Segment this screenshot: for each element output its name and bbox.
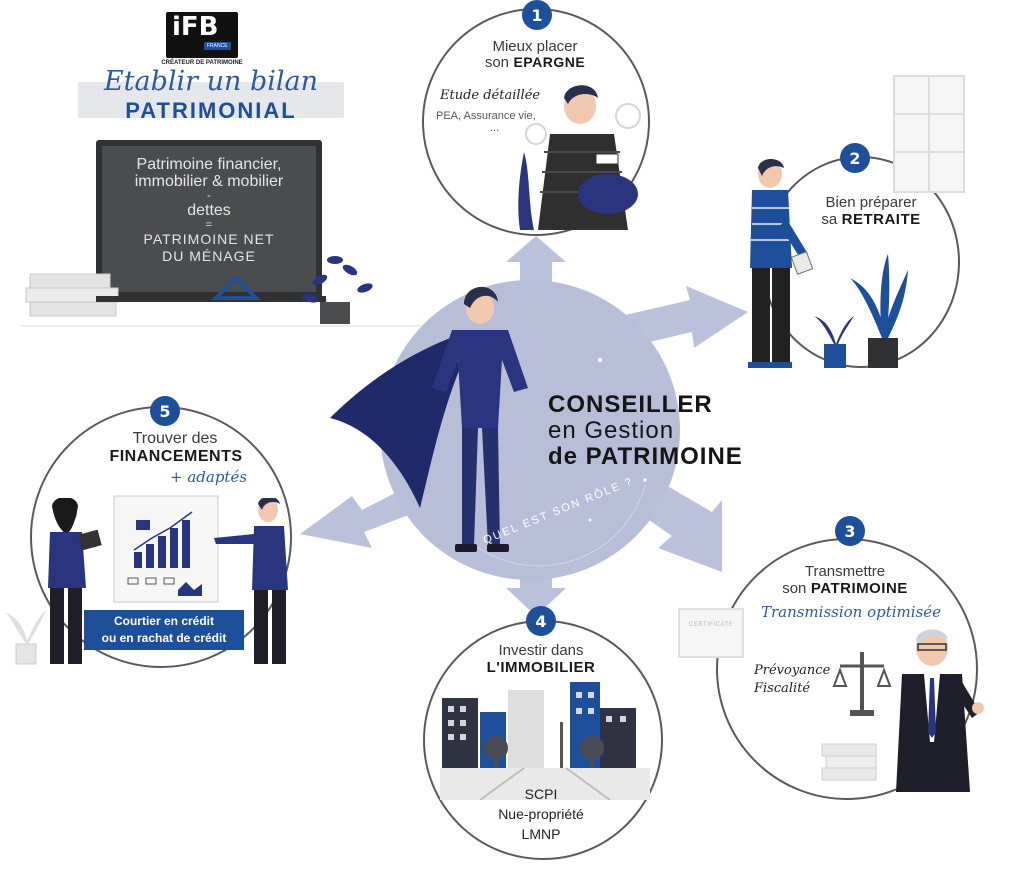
saver-piggy-bank-illustration bbox=[518, 85, 641, 230]
step3-badge: 3 bbox=[835, 516, 865, 546]
certificate-label: CERTIFICATE bbox=[688, 622, 734, 628]
broker-banner: Courtier en crédit ou en rachat de crédi… bbox=[84, 610, 244, 650]
step4-bold: L'IMMOBILIER bbox=[486, 659, 596, 676]
step1-badge: 1 bbox=[522, 0, 552, 30]
step2-line2: sa bbox=[821, 211, 838, 228]
step3-script: Transmission optimisée bbox=[760, 603, 942, 621]
documents-stack-illustration bbox=[821, 743, 877, 781]
board-line4: PATRIMOINE NET bbox=[143, 231, 275, 247]
step4-line1: Investir dans bbox=[498, 642, 584, 659]
logo-tagline: CRÉATEUR DE PATRIMOINE bbox=[161, 60, 243, 66]
step5-bold: FINANCEMENTS bbox=[109, 448, 243, 465]
step1-line1: Mieux placer bbox=[492, 38, 578, 55]
logo-brand: iFB bbox=[172, 12, 219, 42]
step3-bold: PATRIMOINE bbox=[810, 580, 908, 597]
step4-item1: SCPI bbox=[524, 786, 558, 802]
step3-hand1: Prévoyance bbox=[754, 663, 831, 678]
bilan-title-script: Etablir un bilan bbox=[103, 66, 319, 97]
step3-line2: son bbox=[782, 580, 807, 597]
step4-item3: LMNP bbox=[521, 826, 561, 842]
step4-item2: Nue-propriété bbox=[498, 806, 584, 822]
step1-detail1: PEA, Assurance vie, bbox=[436, 110, 536, 122]
certificate-illustration: CERTIFICATE bbox=[678, 608, 744, 658]
step5-script: + adaptés bbox=[170, 468, 248, 486]
step5-box1: Courtier en crédit bbox=[113, 614, 215, 628]
step5-box2: ou en rachat de crédit bbox=[101, 631, 227, 645]
city-street-illustration bbox=[440, 682, 650, 800]
growth-chart-board-illustration bbox=[113, 495, 219, 603]
board-line5: DU MÉNAGE bbox=[162, 248, 256, 264]
advisors-presenting-illustration bbox=[48, 498, 288, 664]
board-equals: = bbox=[205, 219, 213, 231]
step1-hand: Etude détaillée bbox=[440, 88, 541, 103]
board-line2: immobilier & mobilier bbox=[134, 173, 284, 190]
board-line3: dettes bbox=[187, 202, 231, 219]
step4-badge: 4 bbox=[526, 606, 556, 636]
center-title-line2: en Gestion bbox=[548, 417, 675, 444]
step1-line2-wrap: son EPARGNE bbox=[450, 54, 620, 72]
center-title-line3: de PATRIMOINE bbox=[548, 443, 743, 470]
step3-line1: Transmettre bbox=[804, 563, 886, 580]
superhero-advisor-illustration bbox=[330, 286, 528, 552]
step5-line1: Trouver des bbox=[132, 430, 218, 447]
retiree-watering-plant-illustration bbox=[748, 159, 908, 368]
step5-badge: 5 bbox=[150, 396, 180, 426]
center-title-line1: CONSEILLER bbox=[548, 391, 713, 418]
plant-pot-left-illustration bbox=[6, 610, 46, 665]
center-title: CONSEILLER en Gestion de PATRIMOINE bbox=[548, 392, 743, 470]
books-and-plant-illustration bbox=[20, 256, 420, 327]
step1-line2: son bbox=[484, 54, 510, 71]
bilan-title-bold: PATRIMONIAL bbox=[125, 98, 297, 123]
step3-hand2: Fiscalité bbox=[754, 681, 811, 696]
board-line1: Patrimoine financier, bbox=[136, 156, 282, 173]
ifb-logo: iFB FRANCE bbox=[166, 12, 238, 58]
bilan-title-band bbox=[78, 82, 344, 118]
logo-country: FRANCE bbox=[204, 42, 231, 50]
step2-badge: 2 bbox=[840, 143, 870, 173]
chalkboard: Patrimoine financier, immobilier & mobil… bbox=[96, 140, 322, 298]
step1-detail2: ... bbox=[490, 122, 500, 134]
step1-bold: EPARGNE bbox=[513, 54, 586, 70]
step2-line2-wrap: sa RETRAITE bbox=[786, 211, 956, 229]
step4-list: SCPI Nue-propriété LMNP bbox=[456, 784, 626, 844]
notary-scales-illustration bbox=[832, 629, 984, 792]
step2-line1: Bien préparer bbox=[825, 194, 917, 211]
step3-line2-wrap: son PATRIMOINE bbox=[748, 580, 942, 598]
board-minus: - bbox=[207, 190, 211, 202]
step2-bold: RETRAITE bbox=[841, 211, 921, 228]
window-illustration bbox=[893, 75, 965, 193]
